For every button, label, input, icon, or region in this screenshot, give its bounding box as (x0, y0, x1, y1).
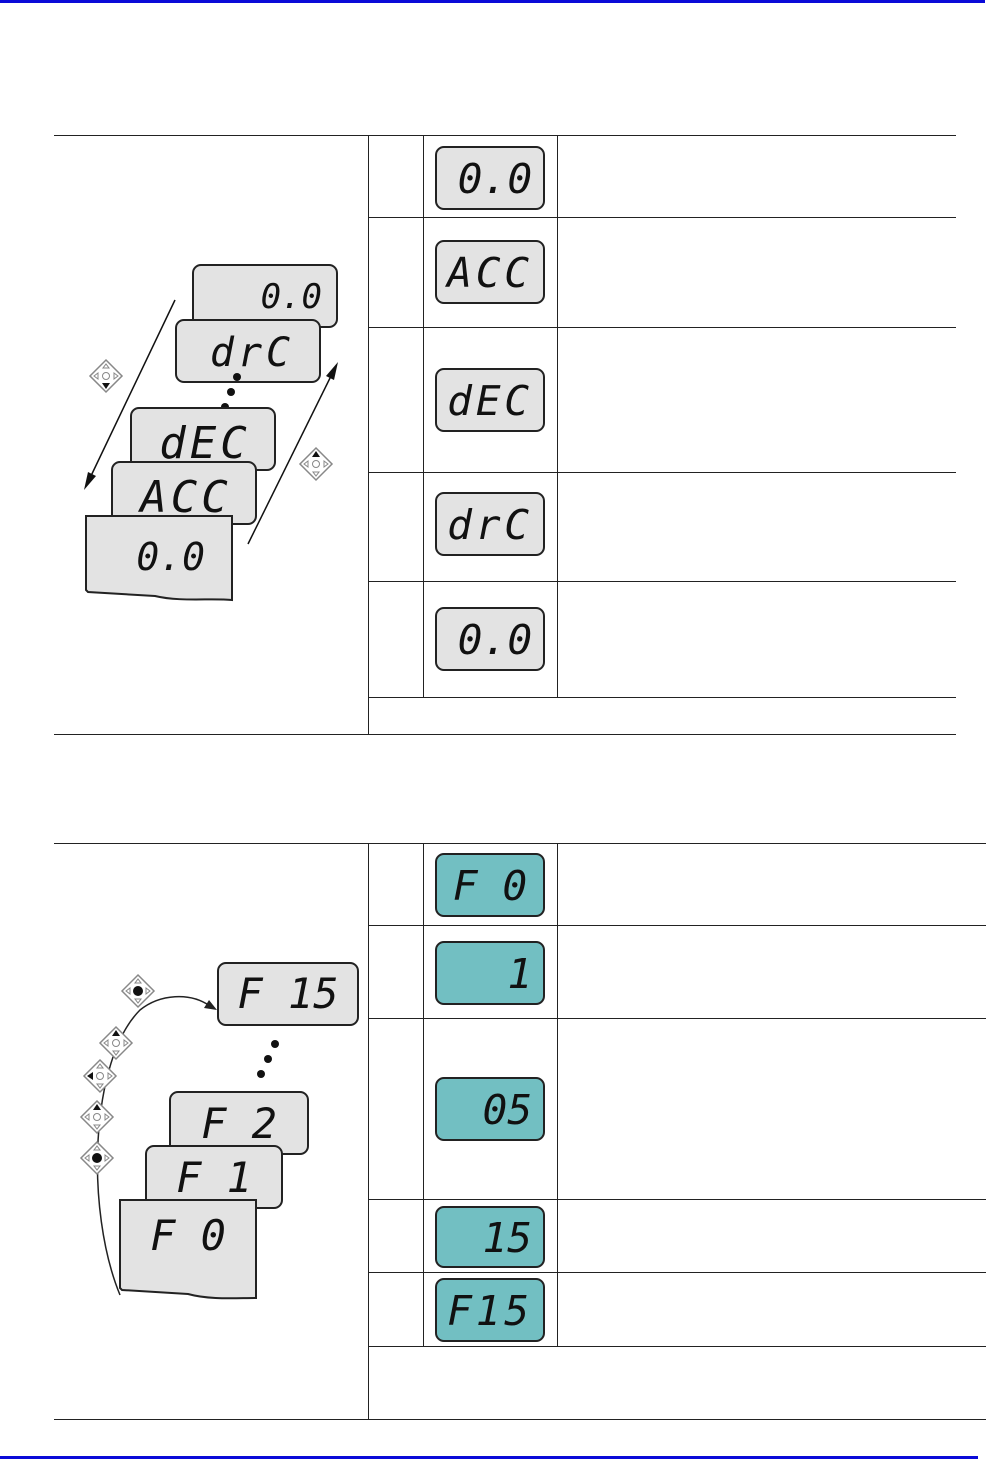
row-divider (368, 697, 956, 698)
row-divider (368, 1018, 986, 1019)
svg-text:dEC: dEC (159, 418, 250, 469)
stack-card: drC (175, 319, 321, 383)
svg-text:dEC: dEC (447, 377, 533, 425)
lcd-display: 0.0 (435, 146, 545, 210)
svg-text:F 1: F 1 (176, 1153, 252, 1202)
stack-card: dEC (130, 407, 276, 471)
svg-text:ACC: ACC (137, 472, 231, 523)
stack-card: F 0 (119, 1199, 257, 1300)
lcd-display: drC (435, 492, 545, 556)
table-border-bottom (54, 734, 956, 735)
svg-text:0.0: 0.0 (458, 616, 533, 664)
svg-text:0.0: 0.0 (458, 155, 533, 203)
keypad-enter-icon (79, 1140, 115, 1176)
row-divider (368, 581, 956, 582)
lcd-display: F15 (435, 1278, 545, 1342)
stack-card: F 15 (217, 962, 359, 1026)
row-divider (368, 217, 956, 218)
step-col-divider (423, 843, 424, 1346)
lcd-display: dEC (435, 368, 545, 432)
svg-text:0.0: 0.0 (261, 277, 322, 317)
svg-text:F 15: F 15 (237, 969, 338, 1018)
row-divider (368, 925, 986, 926)
section2-display-stack: F 15 F 2 F 1 F 0 (60, 950, 365, 1310)
lcd-display: F 0 (435, 853, 545, 917)
table-border-top (54, 135, 956, 136)
keypad-up-arrow-icon (298, 446, 334, 482)
svg-text:drC: drC (447, 501, 533, 549)
keypad-up-arrow-icon (79, 1099, 115, 1135)
keypad-down-arrow-icon (88, 358, 124, 394)
svg-text:0.0: 0.0 (136, 535, 205, 579)
row-divider (368, 1346, 986, 1347)
svg-text:F 0: F 0 (150, 1211, 226, 1260)
row-divider (368, 1199, 986, 1200)
svg-text:F15: F15 (447, 1287, 533, 1335)
svg-text:F 0: F 0 (453, 862, 528, 910)
svg-text:1: 1 (507, 950, 532, 998)
row-divider (368, 1272, 986, 1273)
stack-card: 0.0 (192, 264, 338, 328)
keypad-enter-icon (120, 973, 156, 1009)
stack-card: ACC (111, 461, 257, 525)
svg-text:ACC: ACC (444, 249, 533, 297)
display-col-divider (557, 843, 558, 1346)
lcd-display: ACC (435, 240, 545, 304)
table-divider (368, 135, 369, 734)
svg-text:15: 15 (483, 1214, 533, 1262)
row-divider (368, 472, 956, 473)
bottom-rule (0, 1456, 978, 1459)
lcd-display: 0.0 (435, 607, 545, 671)
keypad-left-arrow-icon (82, 1058, 118, 1094)
svg-text:drC: drC (210, 330, 294, 376)
ellipsis-dots (257, 1040, 279, 1078)
step-col-divider (423, 135, 424, 697)
svg-text:05: 05 (483, 1086, 533, 1134)
table-border-top (54, 843, 986, 844)
section1-display-stack: 0.0 drC dEC ACC 0.0 (60, 250, 360, 610)
top-rule (0, 0, 985, 3)
keypad-up-arrow-icon (98, 1025, 134, 1061)
lcd-display: 15 (435, 1206, 545, 1268)
lcd-display: 05 (435, 1077, 545, 1141)
display-col-divider (557, 135, 558, 697)
stack-card: 0.0 (85, 515, 233, 602)
lcd-display: 1 (435, 941, 545, 1005)
svg-text:F 2: F 2 (201, 1099, 277, 1148)
stack-card: F 1 (145, 1145, 283, 1209)
table-divider (368, 843, 369, 1419)
table-border-bottom (54, 1419, 986, 1420)
stack-card: F 2 (169, 1091, 309, 1155)
row-divider (368, 327, 956, 328)
